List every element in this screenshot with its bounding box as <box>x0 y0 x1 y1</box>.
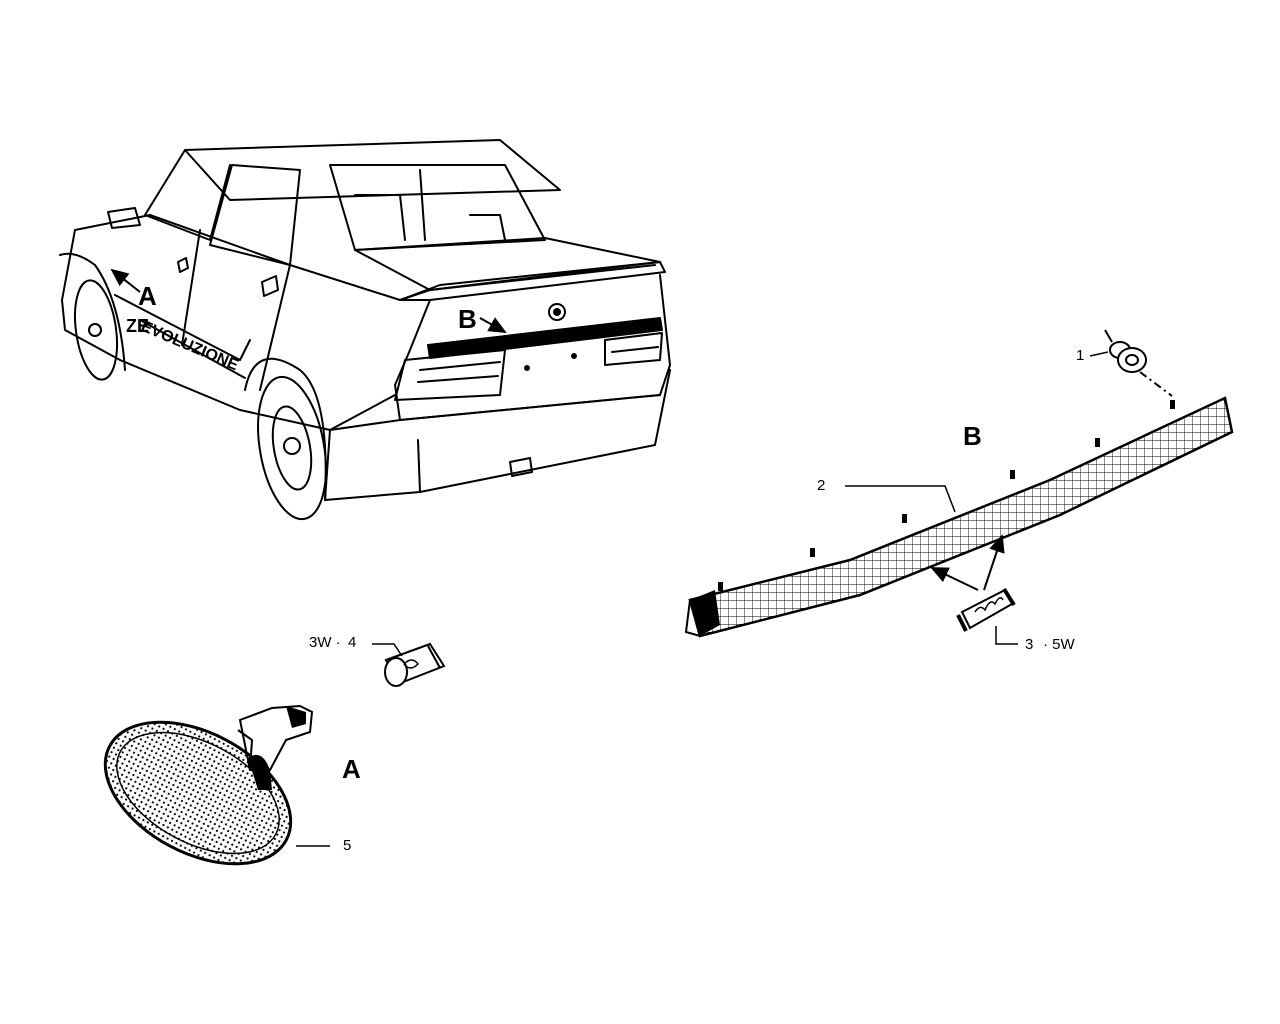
car-illustration <box>59 139 671 521</box>
part-5-label: 5 <box>343 837 352 854</box>
leader-3 <box>995 626 1018 645</box>
part-3-label: 3 <box>1025 636 1034 653</box>
clip-part-1 <box>1104 329 1173 397</box>
part-3-wattage: · 5W <box>1043 636 1075 653</box>
callout-a-arrow <box>110 268 141 293</box>
car-callout-b: B <box>458 304 477 334</box>
bulb-part-3 <box>956 587 1016 632</box>
bulb-part-4 <box>384 642 446 687</box>
part-4-wattage: 3W · <box>309 634 341 651</box>
side-decal-text: EVOLUZIONE <box>138 318 241 374</box>
side-repeater-part-5 <box>103 704 314 866</box>
part-4-label: 4 <box>348 634 357 651</box>
bulb-arrow-left <box>930 567 979 591</box>
part-2-label: 2 <box>817 477 826 494</box>
part-1-label: 1 <box>1076 347 1085 364</box>
car-callout-a: A <box>138 281 157 311</box>
leader-2 <box>845 485 956 513</box>
leader-4 <box>372 643 403 657</box>
side-decal-logo: ZE <box>126 316 149 336</box>
section-b-title: B <box>963 421 982 451</box>
bulb-arrow-up <box>983 534 1005 591</box>
section-a-title: A <box>342 754 361 784</box>
leader-1 <box>1089 351 1109 357</box>
rear-light-bar-part-2 <box>684 396 1234 638</box>
callout-b-arrow <box>479 317 507 333</box>
